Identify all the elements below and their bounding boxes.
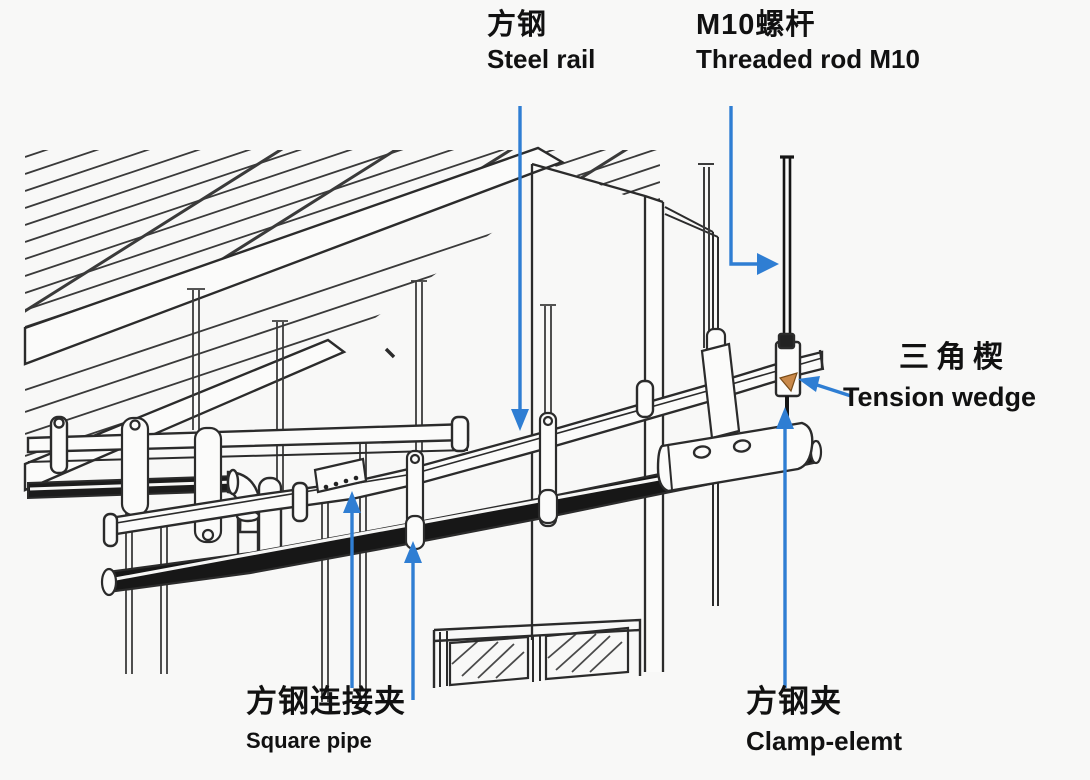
wall-column xyxy=(384,162,719,672)
label-steel-rail: 方钢 Steel rail xyxy=(487,10,595,74)
ceiling-fascia-beam xyxy=(23,146,565,492)
annotation-arrows xyxy=(343,106,852,700)
label-square-pipe-zh: 方钢连接夹 xyxy=(246,684,406,719)
square-pipe-connector-clip xyxy=(313,457,368,494)
label-square-pipe-en: Square pipe xyxy=(246,727,372,753)
tension-wedge-arrow xyxy=(798,376,852,398)
label-threaded-rod-en: Threaded rod M10 xyxy=(696,44,920,75)
square-steel-rail xyxy=(102,349,825,548)
back-steel-rail xyxy=(26,415,470,475)
label-threaded-rod: M10螺杆 Threaded rod M10 xyxy=(696,10,920,74)
label-steel-rail-en: Steel rail xyxy=(487,44,596,75)
label-tension-wedge-zh: 三角楔 xyxy=(899,341,1011,374)
label-tension-wedge: 三角楔 Tension wedge xyxy=(843,342,1036,411)
threaded-rod-m10 xyxy=(780,155,794,340)
clamp-element-sleeve xyxy=(656,421,814,493)
label-clamp-element: 方钢夹 Clamp-elemt xyxy=(746,684,903,756)
label-clamp-element-en: Clamp-elemt xyxy=(746,725,903,756)
clamp-element-arrow xyxy=(776,407,794,688)
steel-rail-arrow xyxy=(511,106,529,431)
tension-wedge-block xyxy=(774,332,802,422)
window xyxy=(432,618,642,688)
label-steel-rail-zh: 方钢 xyxy=(487,9,548,41)
label-tension-wedge-en: Tension wedge xyxy=(843,381,1037,412)
label-square-pipe: 方钢连接夹 Square pipe xyxy=(246,684,406,753)
square-pipe-arrow-right xyxy=(404,541,422,700)
label-clamp-element-zh: 方钢夹 xyxy=(746,684,842,719)
square-pipe-arrow-left xyxy=(343,491,361,688)
threaded-rod-arrow xyxy=(729,106,779,275)
label-threaded-rod-zh: M10螺杆 xyxy=(696,9,816,41)
hanger-rods xyxy=(125,163,714,702)
